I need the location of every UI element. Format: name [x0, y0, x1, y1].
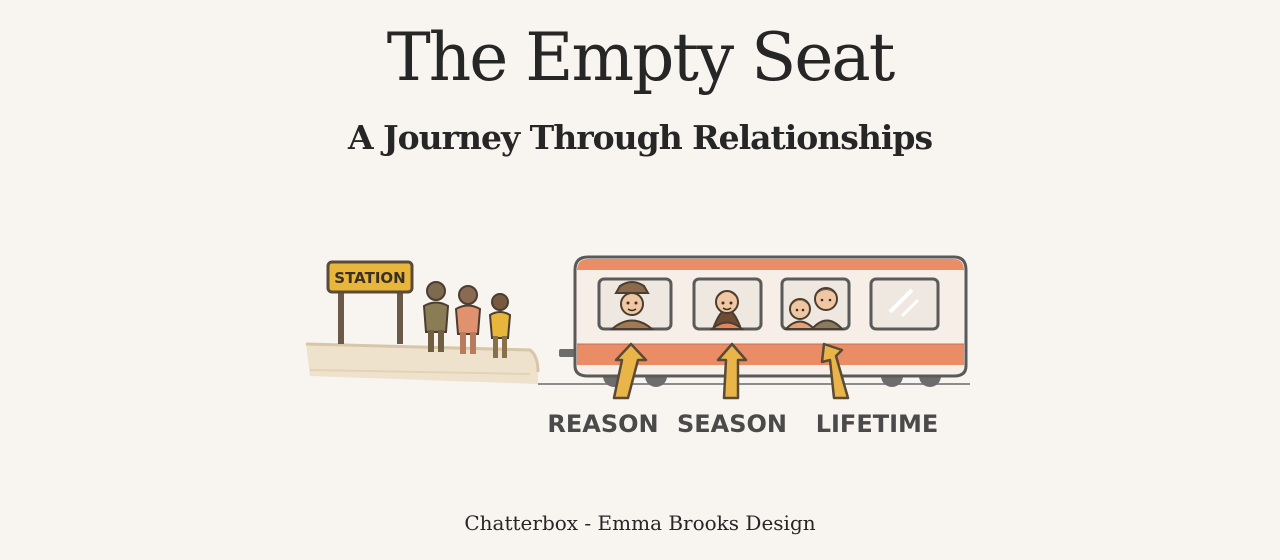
- waiting-people: [422, 281, 512, 358]
- label-lifetime: LIFETIME: [816, 410, 939, 438]
- person-icon: [488, 293, 512, 358]
- page-subtitle: A Journey Through Relationships: [347, 118, 933, 157]
- arrow-up-icon: [820, 342, 850, 400]
- train-window: [692, 277, 763, 331]
- page-title: The Empty Seat: [386, 19, 896, 96]
- station-sign-label: STATION: [334, 269, 405, 287]
- train-illustration: STATION: [305, 255, 970, 438]
- arrow-up-icon: [612, 342, 648, 400]
- train-window: [780, 277, 851, 331]
- person-icon: [454, 285, 482, 354]
- label-reason: REASON: [547, 410, 658, 438]
- train-car: [559, 255, 968, 387]
- arrow-up-icon: [716, 342, 748, 400]
- footer-credit: Chatterbox - Emma Brooks Design: [464, 511, 816, 535]
- station-sign: STATION: [326, 260, 414, 344]
- empty-seat-window: [869, 277, 940, 331]
- train-window: [597, 277, 673, 331]
- label-season: SEASON: [677, 410, 787, 438]
- person-icon: [422, 281, 450, 352]
